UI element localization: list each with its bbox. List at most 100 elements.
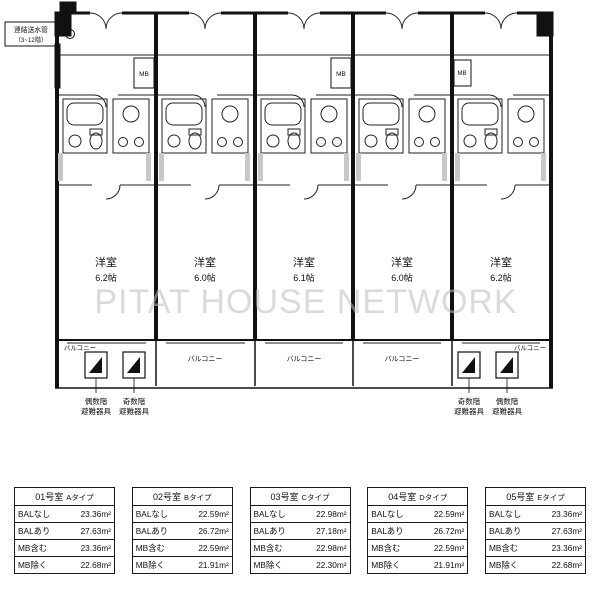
washbasin [463, 134, 477, 148]
room-label: 洋室 [95, 255, 117, 269]
stove-burner [414, 137, 424, 147]
washbasin [167, 134, 181, 148]
room-type: Bタイプ [184, 493, 212, 502]
balcony-label: バルコニー [385, 355, 420, 363]
washbasin [364, 134, 378, 148]
row-label: BALなし [489, 509, 522, 519]
evac-label-line2: 避難器具 [454, 406, 484, 416]
unit-2 [158, 12, 253, 344]
unit-bath [358, 98, 404, 154]
stove-burner [134, 137, 144, 147]
entry-door-arc [401, 12, 419, 30]
room-number: 01号室 [35, 492, 64, 502]
room-label: 洋室 [490, 255, 512, 269]
stove-burner [529, 137, 539, 147]
row-label: MB含む [18, 543, 48, 553]
evac-hatch-symbol [89, 357, 102, 373]
hall-door-arc [488, 94, 502, 108]
evac-label-line2: 避難器具 [492, 406, 522, 416]
evac-label-line1: 奇数階 [458, 396, 481, 406]
duct-shaft [455, 153, 460, 181]
row-value: 27.63m² [551, 526, 582, 536]
room-size: 6.2帖 [490, 272, 512, 283]
stove-burner [118, 137, 128, 147]
standpipe-label-floors: （3~12階） [15, 36, 48, 44]
balcony-label: バルコニー [188, 355, 223, 363]
room-type: Cタイプ [301, 493, 330, 502]
duct-shaft [245, 153, 250, 181]
entry-door-arc [303, 12, 321, 30]
stove-burner [233, 137, 243, 147]
row-label: MB含む [489, 543, 519, 553]
evac-label-line1: 偶数階 [496, 396, 519, 406]
evac-label-line1: 奇数階 [123, 396, 146, 406]
balcony-label: バルコニー [514, 344, 546, 352]
stove-burner [217, 137, 227, 147]
entry-door-arc [484, 12, 502, 30]
unit-bath [457, 98, 503, 154]
duct-shaft [442, 153, 447, 181]
hall-door-arc [389, 94, 403, 108]
balcony-label: バルコニー [64, 344, 96, 352]
entry-door-arc [105, 12, 123, 30]
row-value: 27.63m² [80, 526, 111, 536]
room-number: 02号室 [152, 492, 181, 502]
row-label: MB含む [371, 543, 401, 553]
washbasin [266, 134, 280, 148]
bathtub [165, 102, 203, 126]
room-size: 6.0帖 [391, 272, 413, 283]
row-value: 22.68m² [551, 560, 582, 570]
evac-hatch-symbol [127, 357, 140, 373]
room-door-arc [500, 184, 516, 200]
row-label: MB除く [18, 560, 48, 570]
bathtub [264, 102, 302, 126]
duct-shaft [356, 153, 361, 181]
stove-burner [430, 137, 440, 147]
duct-shaft [258, 153, 263, 181]
toilet [188, 132, 202, 150]
kitchen-sink [320, 105, 338, 123]
unit-4 [355, 12, 450, 344]
unit-bath [260, 98, 306, 154]
table-row: BALあり 27.63m² [486, 523, 585, 540]
kitchen-sink [221, 105, 239, 123]
stove-burner [316, 137, 326, 147]
row-value: 26.72m² [198, 526, 229, 536]
duct-shaft [58, 153, 63, 181]
row-label: BALなし [371, 509, 404, 519]
row-label: BALあり [489, 526, 522, 536]
hall-door-arc [192, 94, 206, 108]
evacuation-labels: 偶数階 避難器具 奇数階 避難器具 奇数階 避難器具 偶数階 避難器具 [81, 396, 522, 416]
duct-shaft [159, 153, 164, 181]
room-size: 6.1帖 [293, 272, 315, 283]
toilet [484, 132, 498, 150]
mb-label: MB [336, 71, 346, 78]
entry-door-arc [188, 12, 206, 30]
room-label: 洋室 [293, 255, 315, 269]
row-label: BALなし [135, 509, 169, 519]
row-value: 23.36m² [551, 543, 582, 553]
standpipe-icon [65, 29, 75, 39]
row-value: 22.98m² [316, 509, 347, 519]
room-labels: 洋室 6.2帖 洋室 6.0帖 洋室 6.1帖 洋室 6.0帖 洋室 6.2帖 [95, 255, 512, 283]
toilet [287, 132, 301, 150]
row-label: BALあり [253, 526, 286, 536]
unit-1 [58, 12, 154, 344]
stove-burner [332, 137, 342, 147]
toilet-tank [484, 128, 498, 136]
